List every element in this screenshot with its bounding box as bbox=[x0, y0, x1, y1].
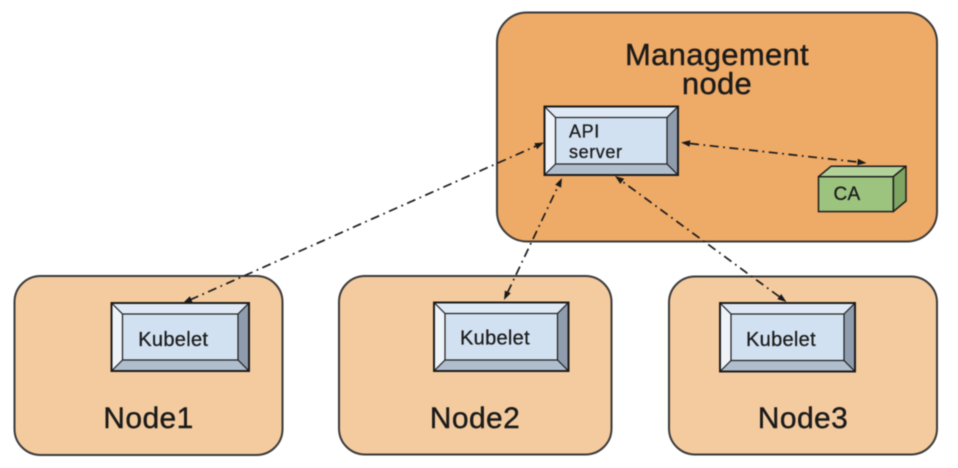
svg-text:Kubelet: Kubelet bbox=[746, 329, 816, 351]
svg-text:API: API bbox=[569, 122, 600, 142]
svg-text:CA: CA bbox=[834, 184, 861, 205]
svg-text:Node1: Node1 bbox=[103, 402, 193, 435]
svg-text:Management: Management bbox=[625, 37, 809, 72]
svg-text:Kubelet: Kubelet bbox=[138, 329, 208, 351]
svg-text:server: server bbox=[569, 142, 623, 162]
svg-text:node: node bbox=[682, 66, 752, 101]
svg-text:Node3: Node3 bbox=[758, 402, 848, 435]
svg-text:Kubelet: Kubelet bbox=[460, 328, 530, 350]
svg-text:Node2: Node2 bbox=[430, 402, 520, 435]
